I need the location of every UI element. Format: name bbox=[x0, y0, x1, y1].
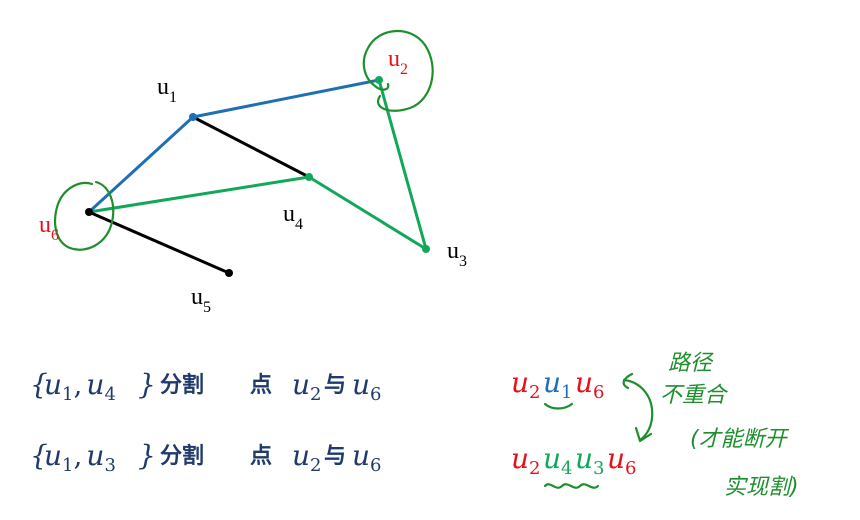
label-u4: u4 bbox=[283, 201, 303, 233]
svg-text:与: 与 bbox=[324, 444, 346, 469]
handdrawn-circle-u2 bbox=[362, 29, 434, 112]
statement-2-text-split: 分割 bbox=[160, 443, 204, 469]
edge-u6-u4 bbox=[88, 175, 310, 214]
svg-text:与: 与 bbox=[324, 373, 346, 398]
svg-text:u1: u1 bbox=[543, 366, 573, 403]
edge-u4-u3 bbox=[308, 175, 427, 251]
vertex-u3 bbox=[422, 245, 430, 253]
svg-text:u2: u2 bbox=[292, 439, 322, 476]
svg-text:{: { bbox=[30, 368, 48, 401]
edge-u6-u5 bbox=[88, 210, 230, 275]
svg-text:}: } bbox=[138, 368, 156, 401]
path-2-underline bbox=[543, 483, 600, 489]
label-u2: u2 bbox=[388, 46, 408, 78]
path-1: u2 u1 u6 bbox=[511, 366, 605, 410]
vertex-u1 bbox=[189, 113, 197, 121]
svg-text:u2: u2 bbox=[511, 366, 541, 403]
svg-text:u2: u2 bbox=[292, 368, 322, 405]
vertex-u5 bbox=[225, 269, 233, 277]
edge-u2-u3 bbox=[377, 79, 428, 250]
label-u3: u3 bbox=[447, 238, 467, 270]
statement-1-text-point: 点 bbox=[250, 372, 272, 398]
edge-u1-u2 bbox=[192, 78, 380, 119]
svg-text:}: } bbox=[138, 439, 156, 472]
svg-text:u1,u4: u1,u4 bbox=[44, 368, 116, 405]
path-1-underline bbox=[543, 402, 574, 410]
statement-1-text-split: 分割 bbox=[160, 372, 204, 398]
edge-u6-u1 bbox=[87, 115, 195, 214]
svg-text:u4: u4 bbox=[543, 442, 573, 479]
handwritten-arrow bbox=[622, 372, 654, 443]
vertex-u2 bbox=[375, 76, 383, 84]
statement-2-text-point: 点 bbox=[250, 443, 272, 469]
svg-text:u1,u3: u1,u3 bbox=[44, 439, 116, 476]
statement-2: { u1,u3 } 分割 点 u2 与 u6 bbox=[30, 439, 382, 476]
svg-text:u3: u3 bbox=[575, 442, 605, 479]
vertex-u4 bbox=[305, 173, 313, 181]
svg-text:u6: u6 bbox=[607, 442, 637, 479]
handwritten-note-line4: 实现割) bbox=[724, 475, 799, 500]
path-2: u2 u4 u3 u6 bbox=[511, 442, 637, 489]
label-u6: u6 bbox=[39, 212, 59, 244]
svg-text:u6: u6 bbox=[575, 366, 605, 403]
svg-text:{: { bbox=[30, 439, 48, 472]
svg-text:u6: u6 bbox=[352, 368, 382, 405]
edge-u1-u4 bbox=[192, 115, 310, 179]
svg-text:u6: u6 bbox=[352, 439, 382, 476]
statement-1: { u1,u4 } 分割 点 u2 与 u6 bbox=[30, 368, 382, 405]
label-u5: u5 bbox=[191, 284, 211, 316]
handwritten-note-line1: 路径 bbox=[668, 351, 714, 376]
label-u1: u1 bbox=[157, 74, 177, 106]
handwritten-note-line3: (才能断开 bbox=[690, 427, 790, 452]
svg-text:u2: u2 bbox=[511, 442, 541, 479]
handwritten-note-line2: 不重合 bbox=[660, 383, 729, 408]
handdrawn-circle-u6 bbox=[54, 180, 115, 251]
vertex-u6 bbox=[85, 208, 93, 216]
